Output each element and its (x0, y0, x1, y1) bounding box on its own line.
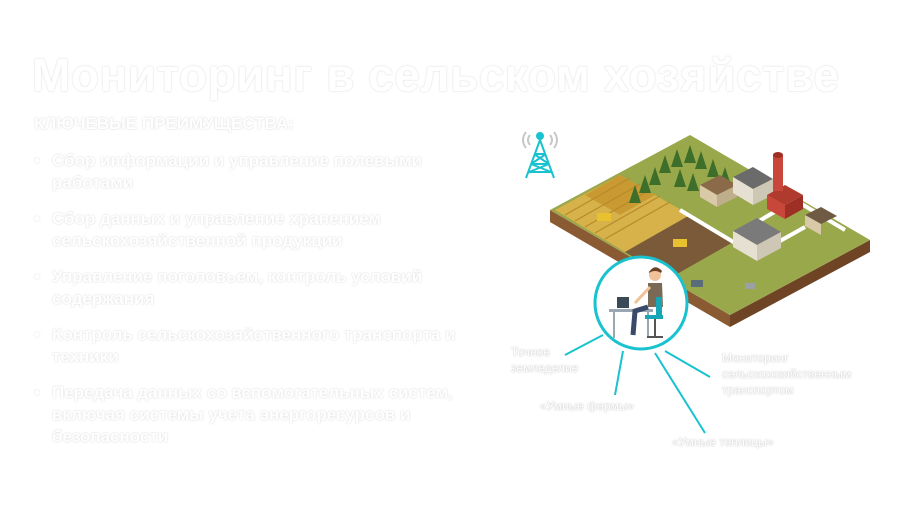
person-at-computer-icon (593, 255, 689, 351)
callout-text: сельскохозяйственным (722, 367, 852, 381)
farm-illustration (522, 131, 870, 434)
callout-text: Точное (511, 345, 551, 359)
benefit-text: Сбор данных и управление хранением сельс… (52, 209, 381, 250)
callout-transport-monitoring: Мониторинг сельскохозяйственным транспор… (722, 350, 851, 398)
page-title: Мониторинг в сельском хозяйстве (32, 49, 840, 101)
farm-landscape-icon (550, 135, 870, 327)
callout-text: земледелие (511, 361, 579, 375)
radio-tower-icon (522, 131, 558, 179)
bullet-icon: • (34, 325, 40, 344)
callout-text: «Умные фермы» (540, 399, 635, 413)
bullet-icon: • (34, 151, 40, 170)
benefits-list: • Сбор информации и управление полевыми р… (34, 150, 494, 462)
bullet-icon: • (34, 209, 40, 228)
callout-smart-farms: «Умные фермы» (540, 398, 634, 414)
bullet-icon: • (34, 267, 40, 286)
benefit-text: Передача данных со вспомогательных систе… (52, 383, 453, 446)
benefit-text: Управление поголовьем, контроль условий … (52, 267, 423, 308)
list-item: • Контроль сельскохозяйственного транспор… (34, 324, 494, 368)
callout-precision-farming: Точное земледелие (511, 344, 578, 376)
benefit-text: Сбор информации и управление полевыми ра… (52, 151, 422, 192)
connection-lines (564, 334, 711, 434)
list-item: • Передача данных со вспомогательных сист… (34, 382, 494, 448)
callout-text: «Умные теплицы» (672, 435, 774, 449)
list-item: • Сбор информации и управление полевыми р… (34, 150, 494, 194)
benefit-text: Контроль сельскохозяйственного транспорт… (52, 325, 456, 366)
callout-text: транспортом (722, 383, 794, 397)
list-item: • Сбор данных и управление хранением сель… (34, 208, 494, 252)
list-item: • Управление поголовьем, контроль условий… (34, 266, 494, 310)
callout-text: Мониторинг (722, 351, 789, 365)
benefits-heading: КЛЮЧЕВЫЕ ПРЕИМУЩЕСТВА: (34, 114, 294, 133)
callout-smart-greenhouses: «Умные теплицы» (672, 434, 774, 450)
bullet-icon: • (34, 383, 40, 402)
